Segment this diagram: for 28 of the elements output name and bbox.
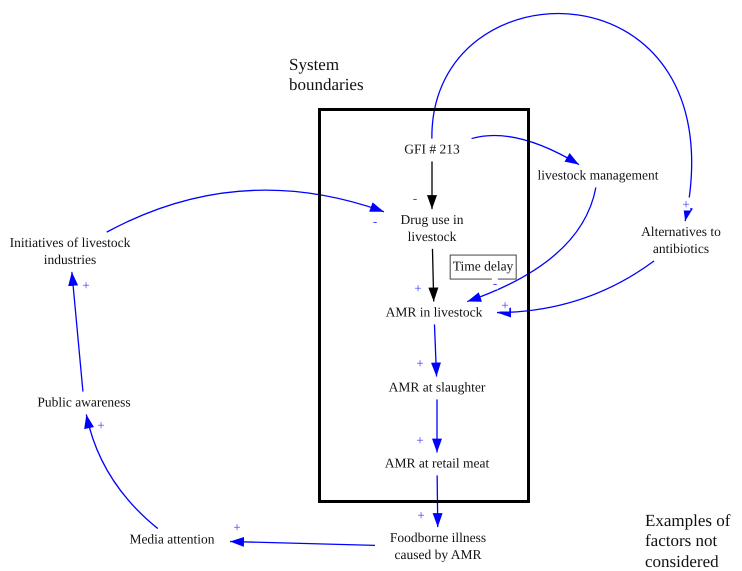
variable-label: Foodborne illness caused by AMR (378, 530, 498, 564)
causal-arrow (471, 134, 580, 166)
causal-arrow (106, 189, 384, 233)
polarity-sign: + (681, 198, 691, 210)
variable-label: AMR at retail meat (372, 456, 502, 472)
causal-arrow (68, 272, 84, 392)
variable-label: Public awareness (24, 394, 144, 412)
causal-arrow (427, 161, 437, 210)
note-text: Examples of factors not considered (645, 511, 732, 571)
boundary-heading: System boundaries (289, 55, 365, 96)
causal-arrow (496, 260, 654, 318)
polarity-sign: - (492, 276, 498, 290)
variable-label: AMR in livestock (374, 304, 494, 322)
variable-label: AMR at slaughter (377, 380, 497, 396)
causal-arrow (431, 14, 692, 222)
causal-arrow (84, 414, 158, 530)
causal-arrow (428, 248, 438, 302)
causal-arrow (230, 536, 376, 547)
variable-label: GFI # 213 (392, 142, 472, 158)
causal-arrow (466, 187, 596, 302)
variable-label: livestock management (523, 168, 673, 184)
causal-arrow (432, 475, 443, 528)
causal-arrow (432, 399, 442, 453)
variable-label: Media attention (117, 532, 227, 548)
variable-label: Drug use in livestock (387, 212, 477, 246)
variable-label: Initiatives of livestock industries (8, 235, 132, 269)
variable-label: Alternatives to antibiotics (631, 224, 731, 258)
causal-arrow (430, 324, 441, 377)
